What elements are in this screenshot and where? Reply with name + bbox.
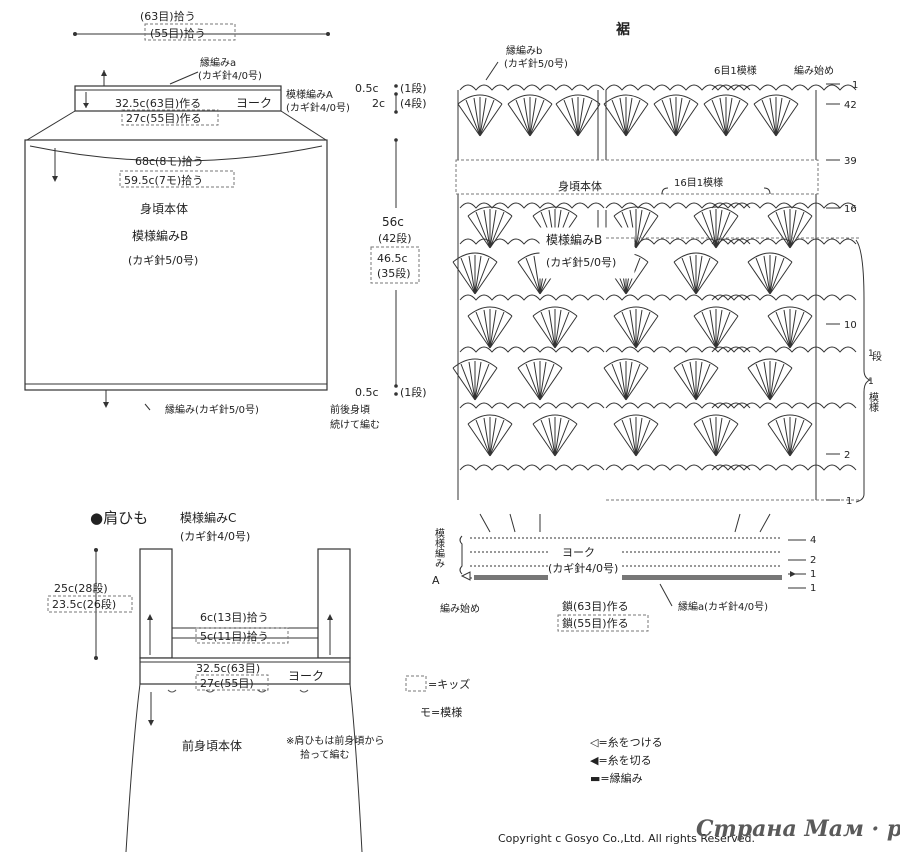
row-label: 2 [844, 450, 850, 461]
row-label: 42 [844, 100, 857, 111]
row-label: 16 [844, 204, 857, 215]
side-moyou: 模様 [867, 392, 879, 412]
bottom-05: 0.5c [355, 386, 379, 399]
strap-note-1: ※肩ひもは前身頃から [286, 734, 384, 747]
strap-len-25: 25c(28段) [54, 581, 108, 595]
chart-body-title: 身頃本体 [558, 179, 602, 193]
chart-right-half [603, 84, 857, 500]
chart-title: 裾 [616, 21, 630, 38]
pick-55-label: (55目)拾う [150, 26, 206, 40]
height-35: (35段) [377, 266, 411, 280]
body-title: 身頃本体 [140, 201, 188, 216]
top-05: 0.5c [355, 82, 379, 95]
watermark: Страна Мам · ру [696, 816, 900, 842]
legend-attach: ◁=糸をつける [590, 736, 663, 749]
legend-mo: モ=模様 [420, 705, 462, 719]
bottom-edge-label: 縁編み(カギ針5/0号) [165, 403, 259, 416]
edge-b-hook: (カギ針5/0号) [504, 57, 568, 70]
top-1r: (1段) [400, 81, 427, 95]
strap-note-2: 拾って編む [300, 748, 350, 761]
repeat-6-label: 6目1模様 [714, 64, 757, 77]
row-label: 39 [844, 156, 857, 167]
repeat-16-label: 16目1模様 [674, 176, 723, 189]
row-label: 1 [846, 496, 852, 507]
strap-front-body: 前身頃本体 [182, 738, 242, 753]
chain-63-label: 鎖(63目)作る [562, 599, 629, 613]
pattern-a-label: 模様編みA [286, 88, 333, 101]
row-label: 10 [844, 320, 857, 331]
yoke-band: 模様編み ヨーク (カギ針4/0号) 4 2 1 1 A 編み始め 鎖(63目)… [432, 513, 816, 632]
pattern-a-hook: (カギ針4/0号) [286, 101, 350, 114]
yoke-row: 1 [810, 583, 816, 594]
yoke-label-chart: ヨーク [562, 546, 595, 559]
edge-a-chart-label: 縁編a(カギ針4/0号) [678, 600, 768, 613]
yoke-width-63: 32.5c(63目)作る [115, 97, 201, 110]
strap-yoke-55: 27c(55目) [200, 677, 254, 690]
yoke-label: ヨーク [236, 96, 272, 110]
side-1b: 1 [868, 377, 874, 387]
strap-schematic: ●肩ひも 模様編みC (カギ針4/0号) 25c(28段) 23.5c(26段)… [47, 509, 384, 852]
strap-w-6: 6c(13目)拾う [200, 610, 269, 624]
yoke-row: 1 [810, 569, 816, 580]
top-2c: 2c [372, 97, 385, 110]
legend-cut: ◀=糸を切る [590, 754, 652, 767]
strap-pattern: 模様編みC [180, 510, 236, 525]
legend: =キッズ モ=模様 ◁=糸をつける ◀=糸を切る ▬=縁編み [405, 675, 663, 785]
edge-b-label: 縁編みb [506, 44, 542, 57]
top-4r: (4段) [400, 96, 427, 110]
row-labels: 1 42 39 16 10 2 1 [826, 80, 858, 507]
strap-yoke-label: ヨーク [288, 669, 324, 683]
strap-yoke-63: 32.5c(63目) [196, 662, 260, 675]
start-bottom-label: 編み始め [440, 602, 480, 615]
strap-w-5: 5c(11目)拾う [200, 629, 269, 643]
body-hook-label: (カギ針5/0号) [128, 253, 198, 267]
strap-hook: (カギ針4/0号) [180, 529, 250, 543]
height-465: 46.5c [377, 252, 408, 265]
chart-pattern-b-hook: (カギ針5/0号) [546, 255, 616, 269]
bottom-1r: (1段) [400, 385, 427, 399]
chain-55-label: 鎖(55目)作る [562, 616, 629, 630]
yoke-row: 4 [810, 535, 816, 546]
legend-edge: ▬=縁編み [590, 771, 643, 785]
side-dan: 段 [872, 350, 882, 363]
a-mark: A [432, 574, 440, 587]
strap-len-235: 23.5c(26段) [52, 597, 116, 611]
yoke-width-55: 27c(55目)作る [126, 112, 202, 125]
legend-kids: =キッズ [428, 677, 470, 691]
strap-title: ●肩ひも [90, 509, 148, 527]
yoke-hook-chart: (カギ針4/0号) [548, 561, 618, 575]
body-pattern-label: 模様編みB [132, 228, 188, 243]
height-56: 56c [382, 215, 404, 229]
row-label: 1 [852, 80, 858, 91]
front-back-1: 前後身頃 [330, 403, 370, 416]
start-top-label: 編み始め [794, 64, 834, 77]
pick-63-label: (63目)拾う [140, 9, 196, 23]
stitch-chart: 裾 縁編みb (カギ針5/0号) 6目1模様 編み始め [432, 21, 882, 632]
chart-pattern-b: 模様編みB [546, 232, 602, 247]
front-back-2: 続けて編む [330, 418, 380, 431]
yoke-pattern-vertical: 模様編み [433, 528, 445, 568]
height-42: (42段) [378, 231, 412, 245]
edge-a-hook: (カギ針4/0号) [198, 69, 262, 82]
chart-left-half [452, 84, 605, 500]
body-68-label: 68c(8モ)拾う [135, 154, 204, 168]
yoke-row: 2 [810, 555, 816, 566]
copyright-text: Copyright c Gosyo Co.,Ltd. All rights Re… [498, 832, 755, 845]
side-1: 1 [868, 349, 874, 359]
body-schematic: (63目)拾う (55目)拾う 縁編みa (カギ針4/0号) 模様編みA (カギ… [24, 9, 427, 431]
edge-a-label: 縁編みa [200, 56, 236, 69]
body-595-label: 59.5c(7モ)拾う [124, 173, 203, 187]
